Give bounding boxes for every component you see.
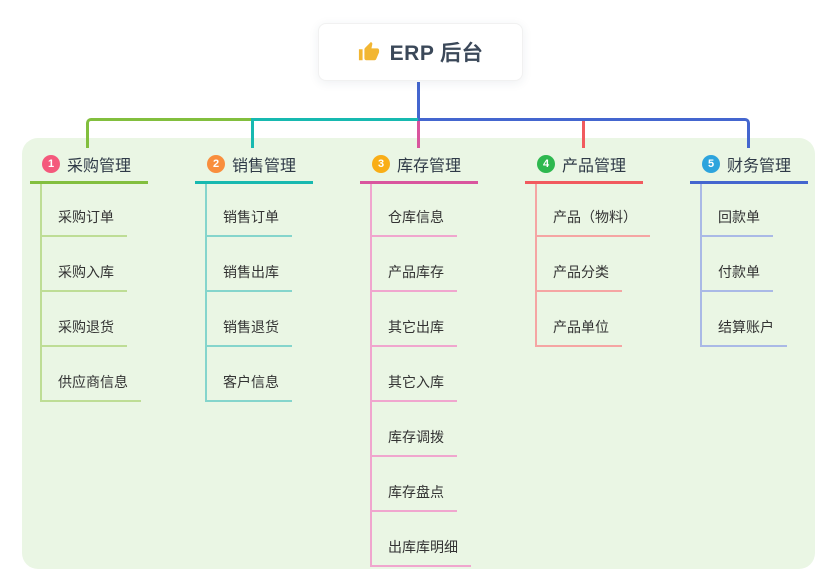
- branch-header[interactable]: 1 采购管理: [30, 152, 148, 184]
- tree-node[interactable]: 采购退货: [42, 292, 141, 347]
- branch-header[interactable]: 5 财务管理: [690, 152, 808, 184]
- branch-title: 库存管理: [397, 158, 462, 175]
- tree-node[interactable]: 产品（物料）: [537, 184, 650, 237]
- tree-node[interactable]: 付款单: [702, 237, 787, 292]
- branches-panel: [22, 138, 815, 569]
- connector-branch2: [251, 118, 418, 148]
- branch-number-badge: 1: [42, 155, 60, 173]
- tree-node-label: 产品库存: [372, 262, 457, 292]
- tree-node-label: 客户信息: [207, 372, 292, 402]
- branch-title: 销售管理: [232, 158, 297, 175]
- branch-number-badge: 4: [537, 155, 555, 173]
- tree-node-label: 产品分类: [537, 262, 622, 292]
- tree-node-label: 供应商信息: [42, 372, 141, 402]
- tree-node[interactable]: 供应商信息: [42, 347, 141, 402]
- branch-number-badge: 5: [702, 155, 720, 173]
- tree-node[interactable]: 仓库信息: [372, 184, 471, 237]
- tree-node[interactable]: 客户信息: [207, 347, 292, 402]
- tree-node[interactable]: 销售出库: [207, 237, 292, 292]
- tree-node[interactable]: 销售订单: [207, 184, 292, 237]
- tree-node[interactable]: 销售退货: [207, 292, 292, 347]
- branch-sales: 2 销售管理 销售订单 销售出库 销售退货 客户信息: [195, 152, 313, 402]
- tree-node-label: 产品单位: [537, 317, 622, 347]
- tree-node[interactable]: 产品单位: [537, 292, 650, 347]
- branch-product: 4 产品管理 产品（物料） 产品分类 产品单位: [525, 152, 650, 347]
- branch-items: 仓库信息 产品库存 其它出库 其它入库 库存调拨 库存盘点 出库库明细: [370, 184, 471, 567]
- tree-node[interactable]: 出库库明细: [372, 512, 471, 567]
- tree-node-label: 产品（物料）: [537, 207, 650, 237]
- tree-node[interactable]: 产品库存: [372, 237, 471, 292]
- branch-finance: 5 财务管理 回款单 付款单 结算账户: [690, 152, 808, 347]
- tree-node-label: 销售订单: [207, 207, 292, 237]
- tree-node[interactable]: 产品分类: [537, 237, 650, 292]
- tree-node[interactable]: 回款单: [702, 184, 787, 237]
- tree-node-label: 仓库信息: [372, 207, 457, 237]
- branch-procurement: 1 采购管理 采购订单 采购入库 采购退货 供应商信息: [30, 152, 148, 402]
- branch-items: 产品（物料） 产品分类 产品单位: [535, 184, 650, 347]
- tree-node-label: 销售退货: [207, 317, 292, 347]
- branch-number-badge: 2: [207, 155, 225, 173]
- tree-node-label: 采购订单: [42, 207, 127, 237]
- branch-title: 采购管理: [67, 158, 132, 175]
- branch-header[interactable]: 4 产品管理: [525, 152, 643, 184]
- connector-branch3-drop: [417, 121, 420, 148]
- connector-branch4-drop: [582, 121, 585, 148]
- tree-node-label: 其它出库: [372, 317, 457, 347]
- tree-node-label: 回款单: [702, 207, 773, 237]
- branch-header[interactable]: 3 库存管理: [360, 152, 478, 184]
- root-node[interactable]: ERP 后台: [318, 23, 523, 81]
- branch-header[interactable]: 2 销售管理: [195, 152, 313, 184]
- tree-node[interactable]: 采购入库: [42, 237, 141, 292]
- tree-node[interactable]: 其它出库: [372, 292, 471, 347]
- tree-node-label: 付款单: [702, 262, 773, 292]
- tree-node[interactable]: 结算账户: [702, 292, 787, 347]
- branch-items: 销售订单 销售出库 销售退货 客户信息: [205, 184, 292, 402]
- tree-node-label: 采购入库: [42, 262, 127, 292]
- tree-node[interactable]: 采购订单: [42, 184, 141, 237]
- tree-node-label: 其它入库: [372, 372, 457, 402]
- branch-number-badge: 3: [372, 155, 390, 173]
- tree-node[interactable]: 其它入库: [372, 347, 471, 402]
- tree-node-label: 出库库明细: [372, 537, 471, 567]
- tree-node-label: 库存调拨: [372, 427, 457, 457]
- branch-title: 财务管理: [727, 158, 792, 175]
- tree-node-label: 结算账户: [702, 317, 787, 347]
- tree-node[interactable]: 库存盘点: [372, 457, 471, 512]
- branch-items: 采购订单 采购入库 采购退货 供应商信息: [40, 184, 141, 402]
- connector-branch1: [86, 118, 251, 148]
- root-title: ERP 后台: [389, 42, 484, 65]
- tree-node-label: 采购退货: [42, 317, 127, 347]
- branch-items: 回款单 付款单 结算账户: [700, 184, 787, 347]
- tree-node-label: 销售出库: [207, 262, 292, 292]
- branch-inventory: 3 库存管理 仓库信息 产品库存 其它出库 其它入库 库存调拨 库存盘点 出库库…: [360, 152, 478, 567]
- connector-branch5: [418, 118, 750, 148]
- tree-node-label: 库存盘点: [372, 482, 457, 512]
- root-stem-connector: [417, 82, 420, 118]
- branch-title: 产品管理: [562, 158, 627, 175]
- thumbs-up-icon: [358, 41, 380, 63]
- tree-node[interactable]: 库存调拨: [372, 402, 471, 457]
